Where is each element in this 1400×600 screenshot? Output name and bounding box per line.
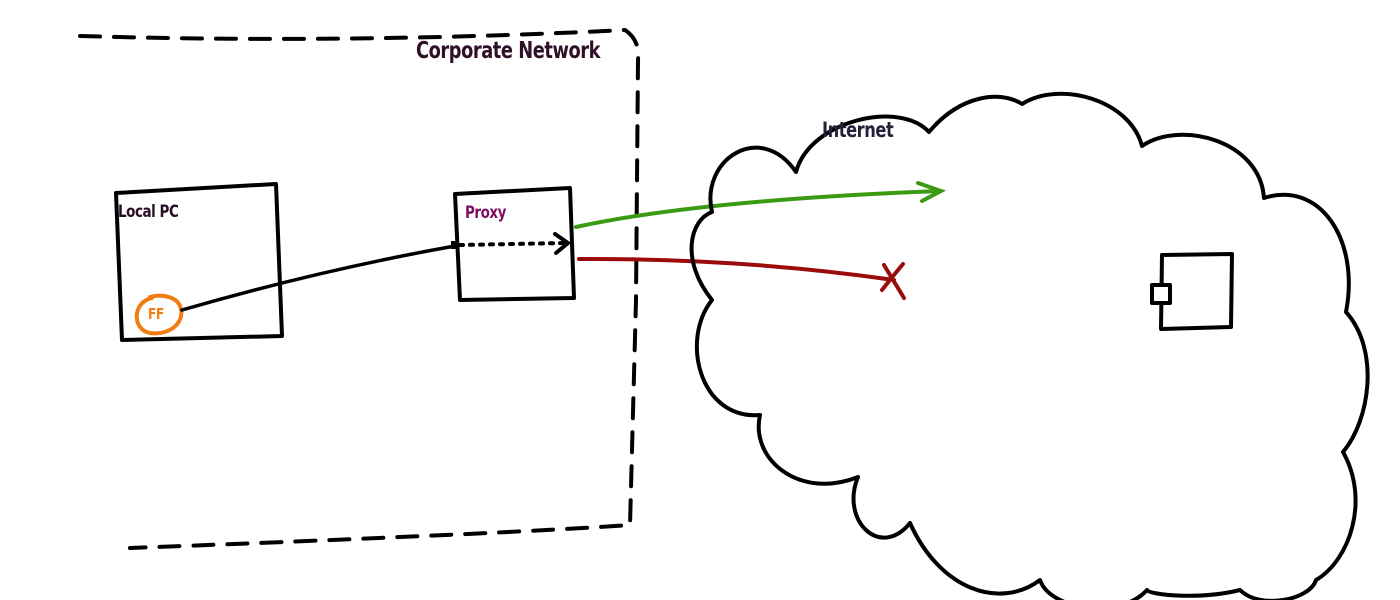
blocked-connection-line bbox=[577, 256, 896, 282]
connection-ff-to-proxy bbox=[180, 244, 457, 312]
proxy-label: Proxy bbox=[465, 203, 507, 223]
corporate-network-boundary bbox=[78, 27, 641, 550]
firefox-label: FF bbox=[148, 305, 164, 323]
blocked-x-icon bbox=[880, 262, 906, 300]
local-pc-label: Local PC bbox=[118, 202, 179, 222]
local-pc-box[interactable] bbox=[114, 182, 284, 342]
proxy-box[interactable] bbox=[453, 186, 576, 302]
server-box-icon[interactable] bbox=[1150, 252, 1234, 331]
internet-label: Internet bbox=[822, 118, 894, 142]
allowed-connection-arrow bbox=[574, 181, 947, 229]
corporate-network-label: Corporate Network bbox=[416, 38, 601, 64]
proxy-pass-through-arrow bbox=[458, 232, 572, 255]
proxy-port-icon bbox=[451, 241, 459, 249]
firefox-badge-icon[interactable] bbox=[134, 293, 184, 336]
internet-cloud bbox=[689, 91, 1370, 600]
